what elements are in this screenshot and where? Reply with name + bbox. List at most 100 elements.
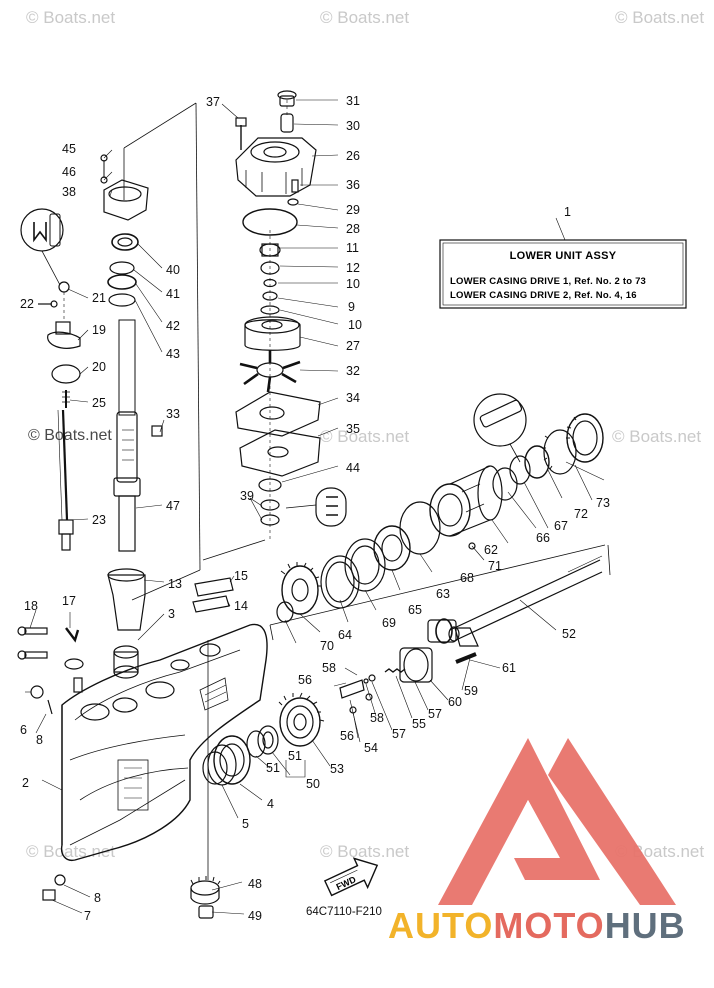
callout-71: 71 [488, 559, 502, 573]
callout-26: 26 [346, 149, 360, 163]
callout-52: 52 [562, 627, 576, 641]
watermark: © Boats.net [615, 8, 705, 27]
callout-54: 54 [364, 741, 378, 755]
diagram-code: 64C7110-F210 [306, 906, 382, 918]
callout-64: 64 [338, 628, 352, 642]
callout-68: 68 [460, 571, 474, 585]
callout-66: 66 [536, 531, 550, 545]
callout-4: 4 [267, 797, 274, 811]
callout-51: 51 [266, 761, 280, 775]
forward-gear [278, 692, 325, 747]
detail-tool-icon [473, 393, 527, 447]
drive-shaft [113, 319, 141, 552]
watermark: © Boats.net [26, 842, 116, 861]
reverse-gear [281, 565, 319, 615]
shift-rod [57, 390, 74, 551]
callout-19: 19 [92, 323, 106, 337]
callout-56: 56 [298, 673, 312, 687]
callout-18: 18 [24, 599, 38, 613]
box-title: LOWER UNIT ASSY [509, 250, 617, 262]
callout-65: 65 [408, 603, 422, 617]
callout-2: 2 [22, 776, 29, 790]
callout-9: 9 [348, 300, 355, 314]
callout-32: 32 [346, 364, 360, 378]
brand-part-3: HUB [604, 905, 686, 946]
reference-box [439, 239, 687, 309]
callout-57: 57 [392, 727, 406, 741]
callout-30: 30 [346, 119, 360, 133]
callout-58: 58 [322, 661, 336, 675]
water-pump-housing [235, 117, 317, 197]
pump-cartridge [244, 319, 301, 351]
callout-37: 37 [206, 95, 220, 109]
callout-29: 29 [346, 203, 360, 217]
callout-69: 69 [382, 616, 396, 630]
brand-part-1: AUTO [388, 905, 494, 946]
brand-logo-icon [438, 738, 676, 905]
watermark: © Boats.net [320, 427, 410, 446]
callout-8: 8 [94, 891, 101, 905]
callout-61: 61 [502, 661, 516, 675]
callout-72: 72 [574, 507, 588, 521]
callout-60: 60 [448, 695, 462, 709]
callout-20: 20 [92, 360, 106, 374]
callout-12: 12 [346, 261, 360, 275]
brand-wordmark: AUTOMOTOHUB [388, 905, 686, 947]
callout-56: 56 [340, 729, 354, 743]
watermark: © Boats.net [612, 427, 702, 446]
callout-25: 25 [92, 396, 106, 410]
callout-33: 33 [166, 407, 180, 421]
callout-67: 67 [554, 519, 568, 533]
callout-22: 22 [20, 297, 34, 311]
propeller-shaft [448, 555, 603, 647]
callout-36: 36 [346, 178, 360, 192]
callout-70: 70 [320, 639, 334, 653]
callout-49: 49 [248, 909, 262, 923]
callout-45: 45 [62, 142, 76, 156]
callout-63: 63 [436, 587, 450, 601]
callout-57: 57 [428, 707, 442, 721]
callout-23: 23 [92, 513, 106, 527]
callout-50: 50 [306, 777, 320, 791]
callout-34: 34 [346, 391, 360, 405]
propeller-bearing-housing [429, 465, 503, 537]
callout-21: 21 [92, 291, 106, 305]
callout-17: 17 [62, 594, 76, 608]
callout-10: 10 [346, 277, 360, 291]
detail-magnifier-icon [20, 208, 64, 252]
callout-46: 46 [62, 165, 76, 179]
callout-73: 73 [596, 496, 610, 510]
watermark: © Boats.net [320, 8, 410, 27]
brand-part-2: MOTO [493, 905, 605, 946]
callout-43: 43 [166, 347, 180, 361]
callout-58: 58 [370, 711, 384, 725]
watermark: © Boats.net [320, 842, 410, 861]
callout-7: 7 [84, 909, 91, 923]
box-line-1: LOWER CASING DRIVE 1, Ref. No. 2 to 73 [450, 276, 647, 287]
callout-10: 10 [348, 318, 362, 332]
callout-59: 59 [464, 684, 478, 698]
callout-14: 14 [234, 599, 248, 613]
callout-55: 55 [412, 717, 426, 731]
callout-15: 15 [234, 569, 248, 583]
callout-51: 51 [288, 749, 302, 763]
forward-arrow-icon [323, 857, 379, 897]
callout-44: 44 [346, 461, 360, 475]
callout-5: 5 [242, 817, 249, 831]
outer-plate [235, 391, 321, 437]
callout-1: 1 [564, 205, 571, 219]
box-line-2: LOWER CASING DRIVE 2, Ref. No. 4, 16 [450, 290, 637, 301]
callout-41: 41 [166, 287, 180, 301]
pump-gasket [239, 429, 321, 477]
callout-38: 38 [62, 185, 76, 199]
watermark: © Boats.net [26, 8, 116, 27]
callout-39: 39 [240, 489, 254, 503]
callout-6: 6 [20, 723, 27, 737]
bearing-housing [103, 179, 149, 221]
callout-48: 48 [248, 877, 262, 891]
callout-8: 8 [36, 733, 43, 747]
callout-35: 35 [346, 422, 360, 436]
callout-47: 47 [166, 499, 180, 513]
watermark: © Boats.net [28, 427, 112, 444]
